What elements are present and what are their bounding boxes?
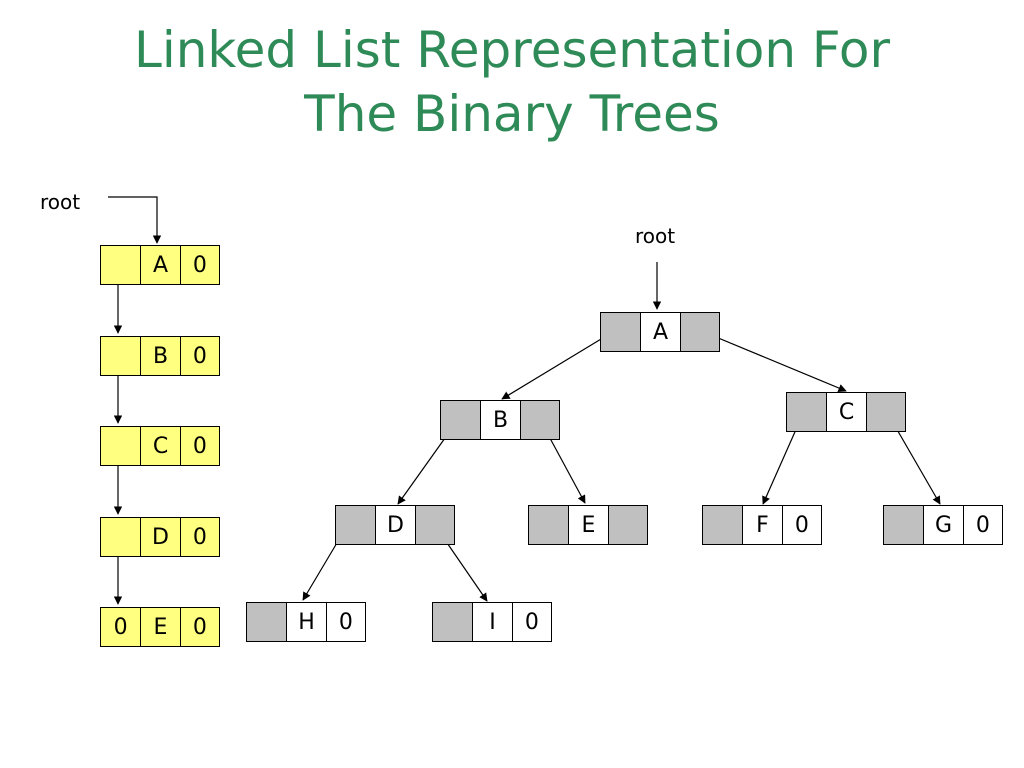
- data-cell: A: [140, 246, 179, 284]
- data-cell: C: [826, 393, 866, 431]
- left-pointer-cell: [433, 603, 472, 641]
- tree-node-d: D: [335, 505, 455, 545]
- tree-node-f: F 0: [702, 505, 822, 545]
- data-cell: F: [742, 506, 782, 544]
- title-line-1: Linked List Representation For: [133, 21, 891, 79]
- left-pointer-cell: [787, 393, 826, 431]
- list-node-a: A 0: [100, 245, 220, 285]
- left-pointer-cell: [101, 427, 140, 465]
- tree-node-c: C: [786, 392, 906, 432]
- right-pointer-cell: 0: [179, 246, 219, 284]
- left-pointer-cell: [601, 313, 640, 351]
- right-pointer-cell: [865, 393, 905, 431]
- tree-root-label: root: [635, 224, 676, 248]
- data-cell: D: [375, 506, 415, 544]
- title-line-2: The Binary Trees: [304, 85, 720, 143]
- data-cell: H: [286, 603, 326, 641]
- list-node-e: 0 E 0: [100, 607, 220, 647]
- right-pointer-cell: 0: [511, 603, 552, 641]
- left-pointer-cell: [529, 506, 568, 544]
- right-pointer-cell: 0: [179, 518, 219, 556]
- list-node-d: D 0: [100, 517, 220, 557]
- right-pointer-cell: [607, 506, 647, 544]
- data-cell: B: [480, 401, 520, 439]
- right-pointer-cell: 0: [325, 603, 366, 641]
- list-node-c: C 0: [100, 426, 220, 466]
- left-pointer-cell: [441, 401, 480, 439]
- left-pointer-cell: [247, 603, 286, 641]
- list-node-b: B 0: [100, 336, 220, 376]
- left-pointer-cell: [336, 506, 375, 544]
- list-root-label: root: [40, 190, 81, 214]
- data-cell: E: [568, 506, 608, 544]
- right-pointer-cell: 0: [781, 506, 822, 544]
- tree-node-e: E: [528, 505, 648, 545]
- tree-node-b: B: [440, 400, 560, 440]
- right-pointer-cell: 0: [962, 506, 1003, 544]
- data-cell: D: [140, 518, 179, 556]
- list-root-pointer: [108, 196, 162, 244]
- right-pointer-cell: 0: [179, 337, 219, 375]
- right-pointer-cell: 0: [179, 427, 219, 465]
- page-title: Linked List Representation For The Binar…: [0, 18, 1024, 146]
- left-pointer-cell: 0: [113, 614, 128, 640]
- data-cell: A: [640, 313, 680, 351]
- left-pointer-cell: [703, 506, 742, 544]
- tree-edge-a-b: [501, 329, 617, 400]
- right-pointer-cell: 0: [179, 608, 219, 646]
- data-cell: C: [140, 427, 179, 465]
- tree-edge-a-c: [698, 329, 847, 392]
- right-pointer-cell: [679, 313, 719, 351]
- data-cell: G: [923, 506, 963, 544]
- left-pointer-cell: [101, 518, 140, 556]
- tree-node-a: A: [600, 312, 720, 352]
- left-pointer-cell: [101, 246, 140, 284]
- left-pointer-cell: [101, 337, 140, 375]
- data-cell: I: [472, 603, 512, 641]
- tree-node-g: G 0: [883, 505, 1003, 545]
- data-cell: B: [140, 337, 179, 375]
- right-pointer-cell: [519, 401, 559, 439]
- left-pointer-cell: [884, 506, 923, 544]
- tree-node-h: H 0: [246, 602, 366, 642]
- right-pointer-cell: [414, 506, 454, 544]
- tree-node-i: I 0: [432, 602, 552, 642]
- data-cell: E: [140, 608, 179, 646]
